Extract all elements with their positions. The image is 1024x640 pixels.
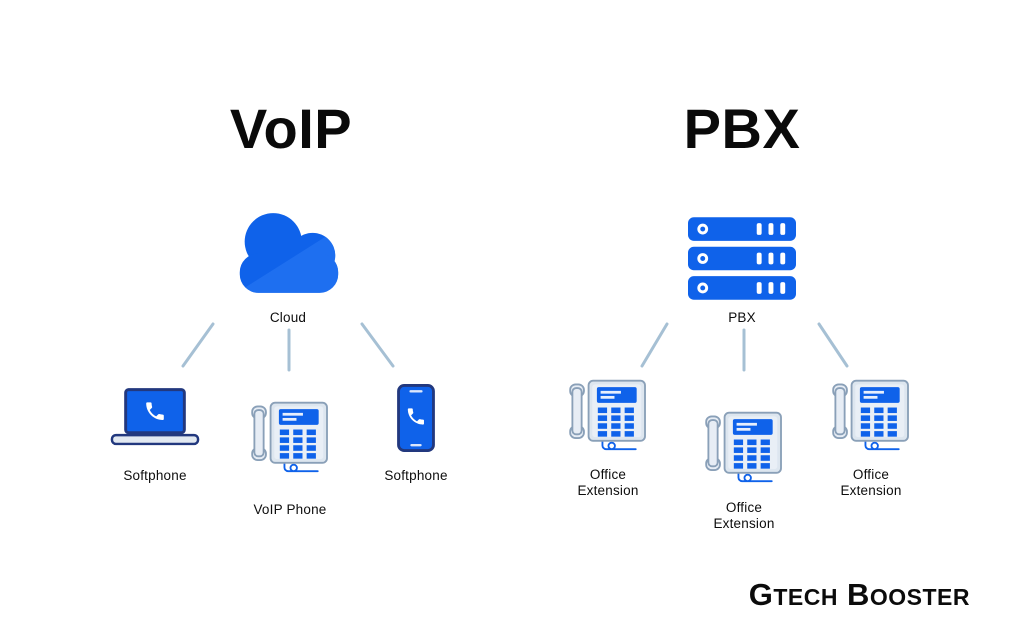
logo-segment: B (846, 577, 870, 612)
pbx-hub-label: PBX (728, 310, 756, 325)
laptop-softphone-icon (110, 388, 200, 446)
desk-phone-icon (705, 409, 783, 483)
brand-logo: GTECH BOOSTER (749, 577, 970, 613)
device-label-office-extension-left: Office Extension (577, 467, 639, 498)
connector-line (640, 322, 669, 368)
device-label-voip-phone: VoIP Phone (253, 502, 327, 517)
logo-segment: OOSTER (869, 584, 970, 610)
pbx-title: PBX (683, 97, 801, 160)
device-label-office-extension-right: Office Extension (840, 467, 902, 498)
desk-phone-icon (832, 377, 910, 451)
device-label-softphone-smartphone: Softphone (384, 468, 448, 483)
smartphone-softphone-icon (397, 384, 435, 452)
device-label-office-extension-middle: Office Extension (713, 500, 775, 531)
voip-title: VoIP (229, 97, 353, 160)
connector-line (817, 322, 849, 368)
server-stack-icon (688, 217, 796, 300)
connector-line (181, 322, 215, 368)
desk-phone-icon (251, 399, 329, 473)
desk-phone-icon (569, 377, 647, 451)
device-label-softphone-laptop: Softphone (123, 468, 187, 483)
cloud-label: Cloud (269, 310, 307, 325)
logo-segment: G (748, 577, 774, 612)
cloud-icon (239, 213, 339, 293)
connector-line (360, 322, 395, 368)
logo-segment: TECH (773, 584, 838, 610)
